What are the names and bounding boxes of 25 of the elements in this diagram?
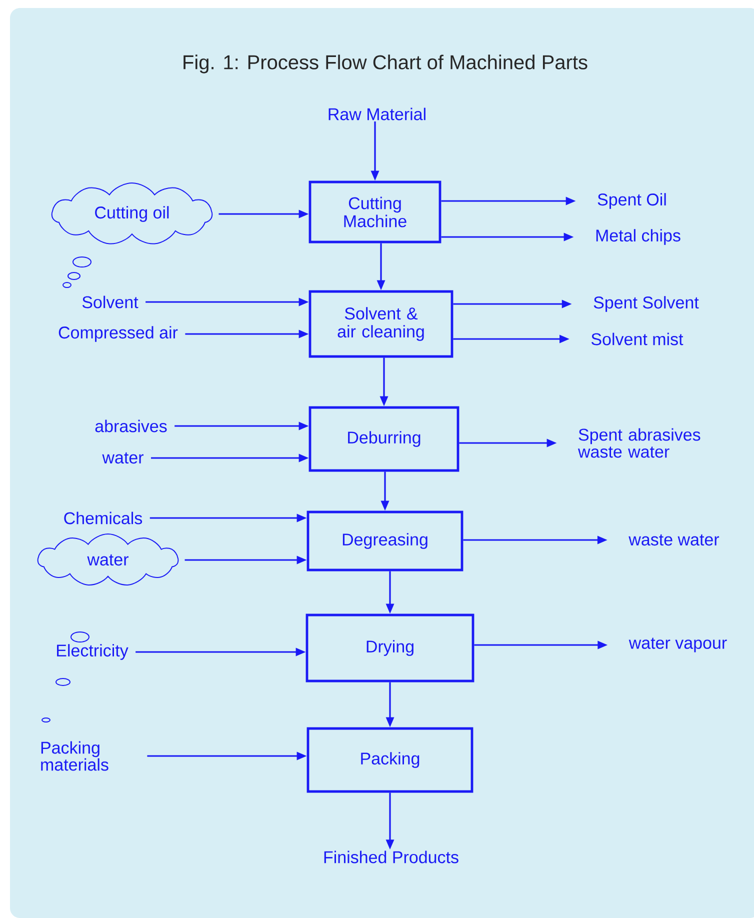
input-label: Packing materials — [41, 741, 108, 771]
input-label: Solvent — [82, 296, 138, 308]
output-label: waste water — [628, 534, 720, 546]
process-box: Deburring — [308, 406, 460, 472]
output-label: Spent Solvent — [594, 296, 699, 312]
process-box: Solvent & air cleaning — [308, 290, 454, 358]
thought-cloud: Cutting oil — [51, 182, 213, 244]
input-label: Chemicals — [64, 512, 142, 524]
input-label: water — [102, 452, 144, 464]
output-label: Finished Products — [324, 850, 458, 864]
output-label: water vapour — [628, 638, 727, 652]
input-label: Raw Material — [328, 108, 426, 120]
chart-title: Fig. 1: Process Flow Chart of Machined Parts — [184, 54, 588, 74]
thought-cloud: water — [37, 534, 179, 586]
process-box: Cutting Machine — [308, 180, 442, 244]
input-label: Compressed air — [58, 326, 178, 342]
output-label: Spent Oil — [598, 193, 666, 209]
process-box: Drying — [306, 614, 474, 682]
input-label: abrasives — [95, 420, 167, 432]
process-box: Packing — [306, 727, 474, 793]
output-label: Metal chips — [596, 229, 680, 245]
output-label: Solvent mist — [591, 332, 684, 346]
process-box: Degreasing — [306, 510, 464, 572]
input-label: Electricity — [57, 644, 128, 660]
output-label: Spent abrasives waste water — [578, 428, 700, 458]
